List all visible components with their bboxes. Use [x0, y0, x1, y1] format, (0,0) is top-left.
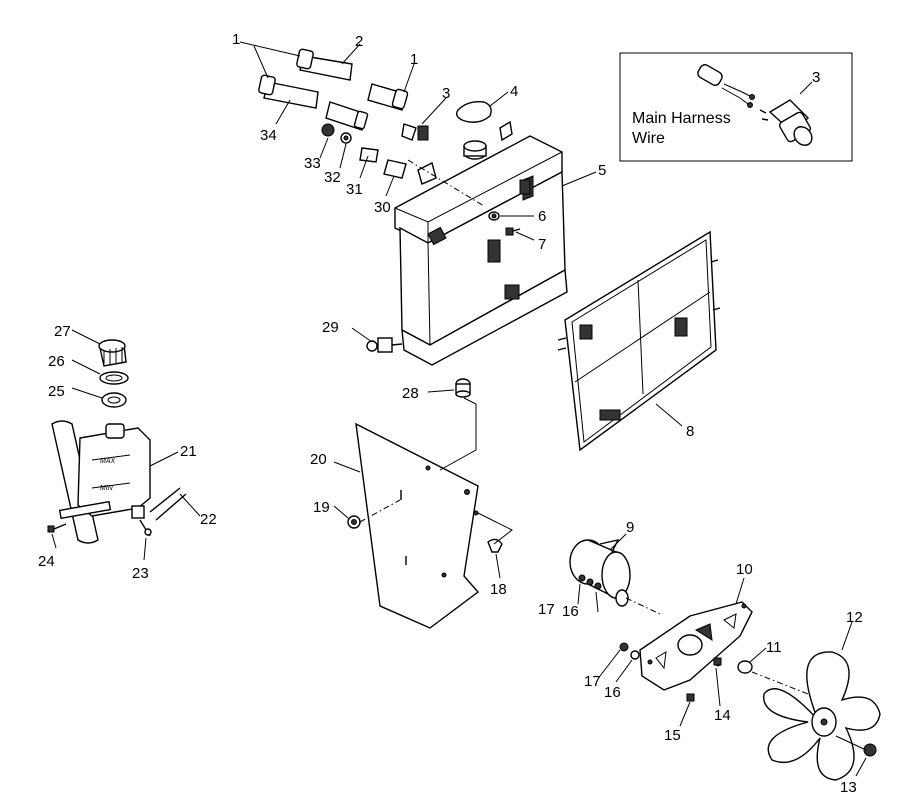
callout-3-inset: 3 — [812, 69, 820, 86]
callout-1-hoses: 1 — [232, 31, 240, 48]
callout-5: 5 — [598, 162, 606, 179]
callout-20: 20 — [310, 451, 327, 468]
callout-16-bracket: 16 — [604, 684, 621, 701]
cooling-fan — [763, 651, 881, 781]
fan-shroud-plate — [355, 422, 480, 629]
leader-fan-nut — [835, 735, 867, 751]
radiator-screen — [557, 230, 721, 452]
dash-line-b — [359, 499, 401, 523]
radiator-cap — [455, 100, 492, 123]
fitting-adapter — [359, 147, 379, 163]
harness-connector — [697, 64, 755, 108]
bracket-screw-lower — [686, 693, 695, 702]
callout-33: 33 — [304, 155, 321, 172]
overflow-hose-clamp — [139, 519, 152, 537]
radiator — [366, 120, 568, 366]
fan-motor — [569, 538, 631, 607]
leader-lines — [51, 41, 867, 777]
fan-bracket — [639, 601, 753, 691]
callout-21: 21 — [180, 443, 197, 460]
upper-hose — [296, 48, 353, 81]
callout-17-motor: 17 — [538, 601, 555, 618]
tank-mount-screw — [47, 523, 67, 533]
inset-border — [619, 52, 853, 162]
tank-max-mark: MAX — [100, 458, 116, 465]
callout-4: 4 — [510, 83, 518, 100]
tank-min-mark: MIN — [100, 485, 114, 492]
leader-shroud-grommet — [439, 397, 477, 471]
tank-cap-gasket — [99, 371, 129, 385]
leader-fastener-right — [477, 512, 513, 545]
callout-19: 19 — [313, 499, 330, 516]
radiator-bolt — [505, 227, 521, 236]
callout-28: 28 — [402, 385, 419, 402]
hose-clamp-right — [367, 83, 409, 111]
overflow-hose — [149, 487, 187, 521]
callout-18: 18 — [490, 581, 507, 598]
callout-34: 34 — [260, 127, 277, 144]
overflow-tank: MAX MIN — [51, 420, 151, 544]
radiator-washer — [488, 211, 500, 221]
motor-nut-lower — [619, 642, 629, 652]
inset-panel: 3 Main Harness Wire — [619, 52, 853, 162]
callout-30: 30 — [374, 199, 391, 216]
lower-hose — [258, 74, 319, 109]
fitting-nut — [321, 123, 335, 137]
shroud-fastener-right — [487, 538, 503, 553]
grommet — [455, 378, 471, 398]
inline-fitting — [325, 101, 369, 131]
temperature-switch-small — [401, 123, 429, 141]
callout-26: 26 — [48, 353, 65, 370]
callout-27: 27 — [54, 323, 71, 340]
inset-label-line2: Wire — [632, 130, 665, 147]
callout-numbers: 1 2 1 3 4 5 6 7 8 9 10 11 12 13 14 15 16… — [38, 31, 863, 796]
callout-31: 31 — [346, 181, 363, 198]
fitting-washer — [340, 132, 352, 144]
callout-25: 25 — [48, 383, 65, 400]
fan-nut — [863, 743, 877, 757]
callout-1-clamp: 1 — [410, 51, 418, 68]
callout-16-motor: 16 — [562, 603, 579, 620]
callout-15: 15 — [664, 727, 681, 744]
callout-14: 14 — [714, 707, 731, 724]
callout-10: 10 — [736, 561, 753, 578]
tank-cap — [98, 339, 127, 367]
callout-3: 3 — [442, 85, 450, 102]
callout-11: 11 — [766, 639, 782, 656]
callout-13: 13 — [840, 779, 857, 796]
fitting-tube — [383, 159, 407, 179]
bracket-screw-right — [713, 657, 722, 666]
callout-29: 29 — [322, 319, 339, 336]
callout-2: 2 — [355, 33, 363, 50]
shroud-fastener-left — [347, 515, 361, 529]
callout-7: 7 — [538, 236, 546, 253]
fan-spacer — [737, 660, 753, 674]
dash-line-a — [407, 159, 485, 207]
callout-9: 9 — [626, 519, 634, 536]
dash-fan-axis — [625, 597, 809, 695]
callout-32: 32 — [324, 169, 341, 186]
callout-6: 6 — [538, 208, 546, 225]
inset-label-line1: Main Harness — [632, 110, 731, 127]
callout-23: 23 — [132, 565, 149, 582]
motor-lockwasher-lower — [630, 650, 640, 660]
callout-12: 12 — [846, 609, 863, 626]
callout-17-bracket: 17 — [584, 673, 601, 690]
temperature-switch-inset — [759, 99, 813, 146]
callout-24: 24 — [38, 553, 55, 570]
tank-neck-washer — [101, 392, 127, 408]
callout-8: 8 — [686, 423, 694, 440]
callout-22: 22 — [200, 511, 217, 528]
